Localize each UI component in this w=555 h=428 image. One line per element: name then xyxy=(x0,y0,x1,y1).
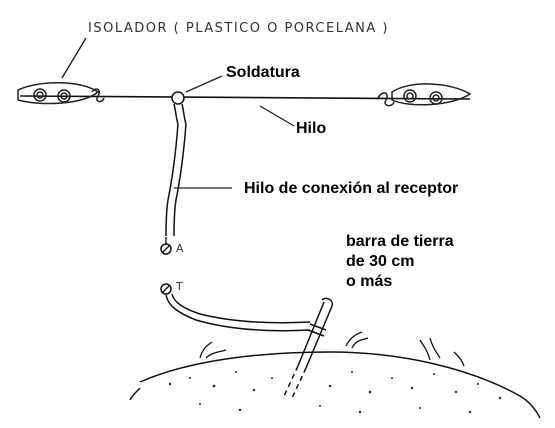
insulator-leader-line xyxy=(61,37,87,79)
solder-joint xyxy=(171,91,185,105)
connection-wire-label: Hilo de conexión al receptor xyxy=(244,180,458,197)
solder-label: Soldatura xyxy=(226,64,300,81)
ground-rod xyxy=(283,297,334,399)
terminal-t xyxy=(160,283,172,295)
grass-tufts xyxy=(199,331,465,367)
left-insulator xyxy=(17,82,105,105)
wire-label: Hilo xyxy=(296,120,326,137)
ground-wire xyxy=(165,293,311,332)
antenna-wire xyxy=(19,95,471,100)
ground-rod-label-line2: de 30 cm xyxy=(346,253,414,270)
wire-leader-line xyxy=(259,105,295,127)
ground-mound xyxy=(129,351,541,419)
ground-rod-label-line1: barra de tierra xyxy=(346,233,454,250)
solder-leader-line xyxy=(185,75,223,93)
downlead-wire xyxy=(165,103,187,237)
ground-rod-label-line3: o más xyxy=(346,273,392,290)
soil-texture xyxy=(168,371,502,414)
terminal-t-label: T xyxy=(175,280,183,293)
terminal-a-label: A xyxy=(176,242,184,255)
terminal-a xyxy=(160,237,172,255)
insulator-label: ISOLADOR ( PLASTICO O PORCELANA ) xyxy=(88,21,389,36)
right-insulator xyxy=(377,83,472,107)
